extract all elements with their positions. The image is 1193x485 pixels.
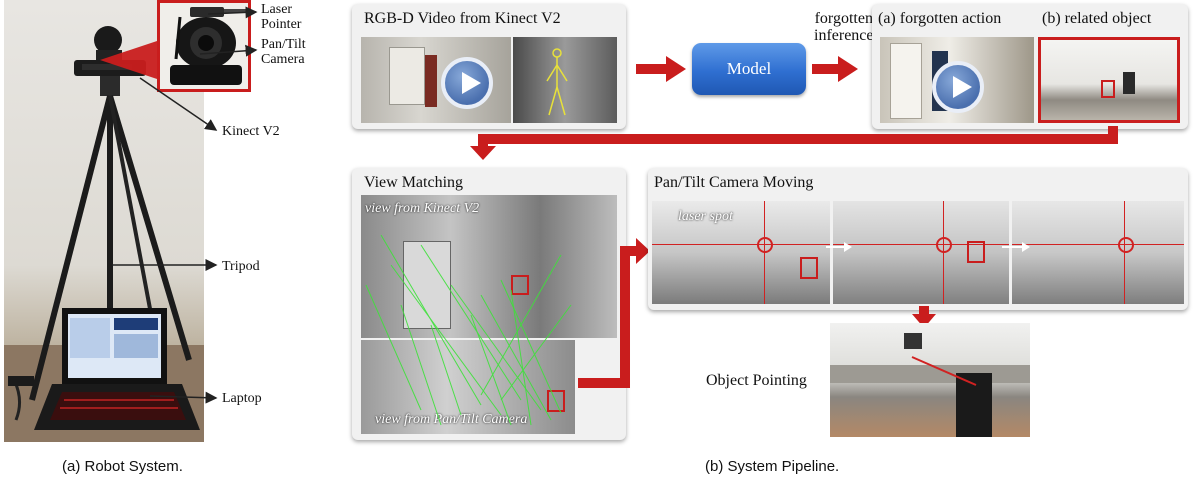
view-from-pan-tilt-label: view from Pan/Tilt Camera	[375, 412, 528, 427]
feature-match-lines	[365, 234, 572, 426]
pan-tilt-camera-label: Pan/Tilt Camera	[261, 37, 306, 67]
laser-beam	[911, 356, 977, 386]
related-object-title: (b) related object	[1042, 10, 1152, 27]
frame-transition-arrow-2	[1002, 242, 1030, 252]
inference-output-panel: (a) forgotten action (b) related object	[872, 4, 1188, 129]
object-pointing-image	[830, 323, 1030, 437]
view-matching-panel: View Matching view from Kinect V2 view f…	[352, 168, 626, 440]
forgotten-action-frame	[880, 37, 1034, 123]
pan-tilt-moving-title: Pan/Tilt Camera Moving	[654, 174, 814, 191]
caption-system-pipeline: (b) System Pipeline.	[705, 458, 840, 475]
output-to-matching-arrow	[470, 126, 1118, 160]
forgotten-action-title: (a) forgotten action	[878, 10, 1002, 27]
play-icon[interactable]	[932, 61, 984, 113]
model-box: Model	[692, 43, 806, 95]
pantilt-to-pointing-arrow	[912, 306, 936, 328]
pan-tilt-camera-illustration	[170, 7, 246, 85]
laser-pointer-label: Laser Pointer	[261, 2, 302, 32]
rgbd-panel-title: RGB-D Video from Kinect V2	[364, 10, 561, 27]
laptop-label: Laptop	[222, 391, 262, 406]
laptop-arrow	[149, 391, 218, 404]
model-to-output-arrow	[812, 56, 858, 82]
rgbd-video-panel: RGB-D Video from Kinect V2	[352, 4, 626, 129]
frame-transition-arrow-1	[826, 242, 852, 252]
play-icon[interactable]	[441, 57, 493, 109]
rgbd-to-model-arrow	[636, 56, 686, 82]
pan-tilt-frame-3	[1012, 201, 1184, 304]
matching-to-pantilt-arrow	[578, 238, 650, 388]
object-pointing-label: Object Pointing	[706, 372, 807, 389]
robot-illustration	[4, 26, 204, 442]
kinect-arrow	[139, 77, 218, 131]
callout-connector	[100, 40, 160, 80]
pan-tilt-arrow	[199, 44, 258, 57]
skeleton-overlay	[546, 48, 568, 116]
object-marker	[1101, 80, 1115, 98]
pan-tilt-frame-2	[833, 201, 1009, 304]
laser-pointer-arrow	[207, 6, 258, 19]
pan-tilt-moving-panel: Pan/Tilt Camera Moving laser spot	[648, 168, 1188, 310]
laser-spot-label: laser spot	[678, 209, 733, 224]
depth-video-frame	[513, 37, 617, 123]
related-object-frame	[1038, 37, 1180, 123]
view-from-kinect-label: view from Kinect V2	[365, 201, 480, 216]
view-matching-title: View Matching	[364, 174, 464, 191]
rgb-video-frame	[361, 37, 511, 123]
tripod-label: Tripod	[222, 259, 260, 274]
left-label-arrows	[112, 6, 258, 404]
pan-tilt-frame-1: laser spot	[652, 201, 830, 304]
caption-robot-system: (a) Robot System.	[62, 458, 183, 475]
forgotten-inference-label: forgotten inference	[814, 10, 874, 44]
kinect-label: Kinect V2	[222, 124, 280, 139]
